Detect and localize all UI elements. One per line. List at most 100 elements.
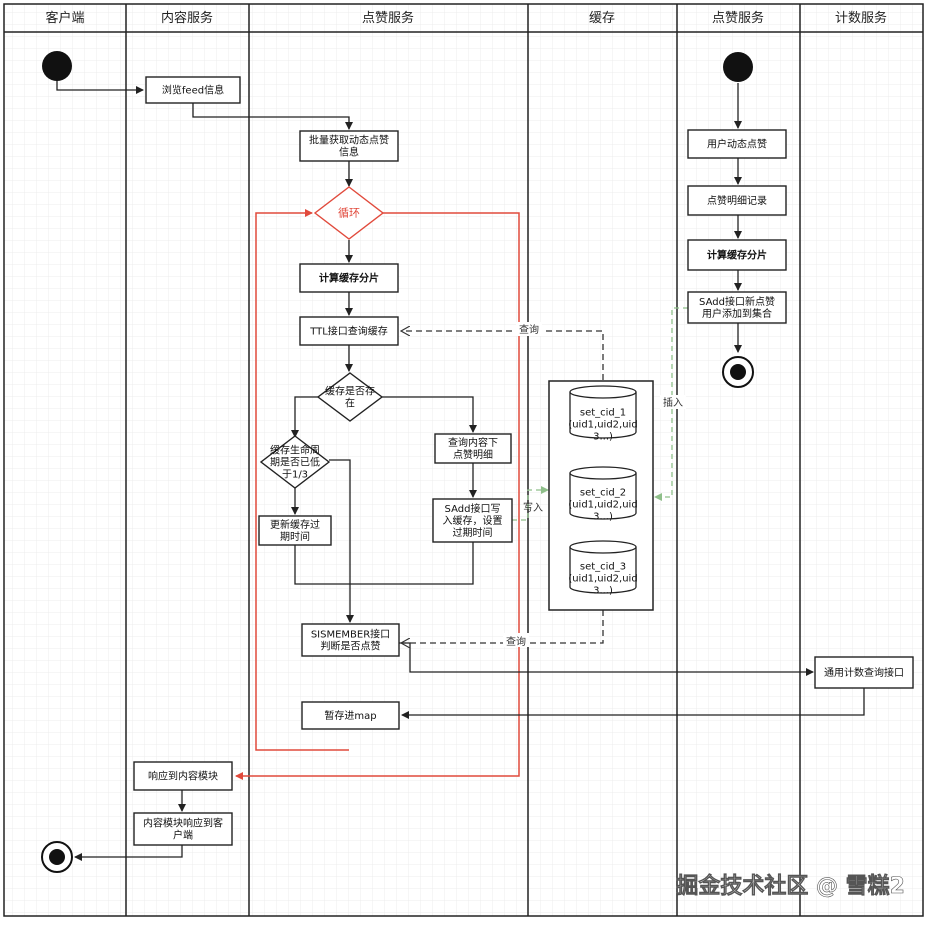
node-label: 通用计数查询接口 xyxy=(824,666,904,679)
node-box xyxy=(687,239,787,271)
node-label: 过期时间 xyxy=(453,526,493,539)
node-box xyxy=(687,185,787,216)
node-label: 计算缓存分片 xyxy=(707,249,767,262)
node-label: 3...) xyxy=(593,432,613,443)
node-label: SISMEMBER接口 xyxy=(311,628,390,641)
node-label: 3...) xyxy=(593,512,613,523)
node-label: set_cid_2 xyxy=(580,488,626,499)
start-node-like-service xyxy=(723,52,753,82)
node-diamond xyxy=(259,435,331,489)
query-edges xyxy=(402,331,604,643)
node-box xyxy=(133,812,233,846)
node-label: 于1/3 xyxy=(282,470,308,481)
node-like-record: 点赞明细记录 xyxy=(687,185,787,216)
lane-title-like-service: 点赞服务 xyxy=(362,10,414,26)
swimlanes xyxy=(3,3,924,917)
node-box xyxy=(299,316,399,346)
node-label: SAdd接口新点赞 xyxy=(699,295,775,308)
node-label: (uid1,uid2,uid xyxy=(568,500,637,511)
node-box xyxy=(687,291,787,324)
node-label: 点赞明细记录 xyxy=(707,194,767,207)
lane-title-client: 客户端 xyxy=(45,10,84,26)
node-box xyxy=(258,515,332,546)
node-calc-shard-left: 计算缓存分片 xyxy=(299,263,399,293)
node-label: 浏览feed信息 xyxy=(162,84,224,97)
node-loop: 循环 xyxy=(313,186,385,240)
edge-label-insert: 插入 xyxy=(663,396,683,409)
node-label: 信息 xyxy=(339,146,359,159)
node-box xyxy=(301,701,400,730)
node-label: 更新缓存过 xyxy=(270,518,320,531)
end-node-like-service xyxy=(722,356,754,388)
node-label: set_cid_3 xyxy=(580,562,626,573)
node-box xyxy=(434,433,512,464)
cache-sets xyxy=(569,385,637,594)
node-label: 批量获取动态点赞 xyxy=(309,134,389,147)
node-label: 缓存是否存 xyxy=(325,385,375,398)
node-label: 判断是否点赞 xyxy=(321,640,381,653)
cache-set-3 xyxy=(569,540,637,594)
node-box xyxy=(145,76,241,104)
flow-nodes: 浏览feed信息批量获取动态点赞信息循环计算缓存分片TTL接口查询缓存缓存是否存… xyxy=(133,76,914,846)
node-diamond xyxy=(313,186,385,240)
node-label: 点赞明细 xyxy=(453,448,493,461)
node-box xyxy=(133,761,233,791)
node-box xyxy=(301,623,400,657)
cache-set-2 xyxy=(569,466,637,520)
watermark-text: 掘金技术社区 @ 雪糕2 xyxy=(676,873,905,899)
node-respond-content: 响应到内容模块 xyxy=(133,761,233,791)
node-browse-feed: 浏览feed信息 xyxy=(145,76,241,104)
node-label: 在 xyxy=(345,398,355,410)
node-ttl-query: TTL接口查询缓存 xyxy=(299,316,399,346)
lane-title-cache: 缓存 xyxy=(589,11,615,26)
lane-title-count-service: 计数服务 xyxy=(835,10,887,26)
end-node-client xyxy=(41,841,73,873)
edge-label-query-bottom: 查询 xyxy=(506,635,526,648)
node-label: 3...) xyxy=(593,586,613,597)
node-box xyxy=(299,263,399,293)
node-calc-shard-right: 计算缓存分片 xyxy=(687,239,787,271)
node-save-map: 暂存进map xyxy=(301,701,400,730)
cache-set-1 xyxy=(569,385,637,439)
node-label: 期时间 xyxy=(280,530,310,543)
node-user-like: 用户动态点赞 xyxy=(687,129,787,159)
node-label: 入缓存，设置 xyxy=(443,514,503,527)
node-label: 响应到内容模块 xyxy=(148,770,218,783)
lane-title-like-service-2: 点赞服务 xyxy=(712,10,764,26)
node-label: 查询内容下 xyxy=(448,436,498,449)
node-count-query: 通用计数查询接口 xyxy=(814,656,914,689)
node-label: 循环 xyxy=(338,207,360,220)
node-box xyxy=(299,130,399,162)
start-node-client xyxy=(42,51,72,81)
node-label: (uid1,uid2,uid xyxy=(568,574,637,585)
edge-label-write: 写入 xyxy=(523,502,543,514)
node-box xyxy=(814,656,914,689)
lane-titles: 客户端 内容服务 点赞服务 缓存 点赞服务 计数服务 xyxy=(45,10,887,26)
node-label: 户端 xyxy=(173,829,193,842)
node-label: TTL接口查询缓存 xyxy=(309,325,388,338)
lane-title-content-service: 内容服务 xyxy=(161,10,213,26)
node-label: (uid1,uid2,uid xyxy=(568,420,637,431)
node-box xyxy=(687,129,787,159)
node-label: 用户动态点赞 xyxy=(707,138,767,151)
node-label: 内容模块响应到客 xyxy=(143,817,223,830)
node-label: 缓存生命周 xyxy=(270,444,320,457)
node-label: 计算缓存分片 xyxy=(319,272,379,285)
node-label: 用户添加到集合 xyxy=(702,307,772,320)
terminal-nodes xyxy=(41,51,754,873)
node-label: set_cid_1 xyxy=(580,408,626,419)
